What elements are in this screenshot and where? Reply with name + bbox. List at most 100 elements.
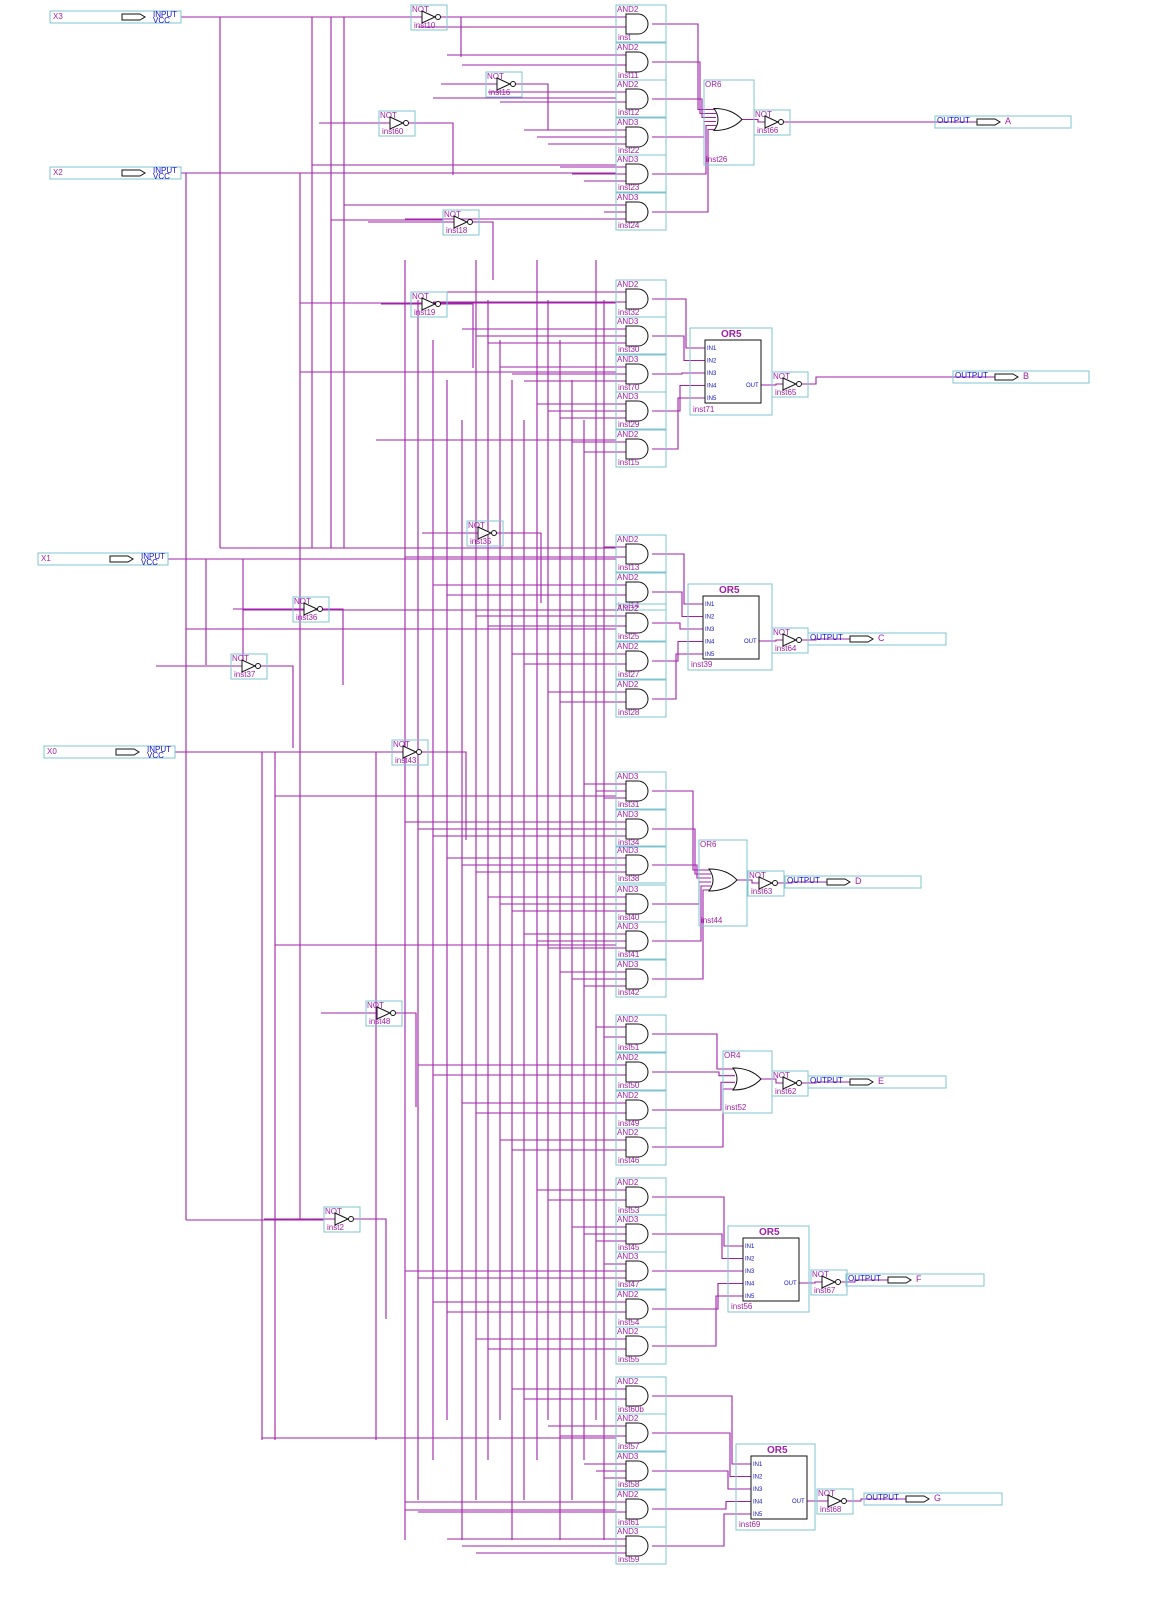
wire[interactable] bbox=[652, 128, 716, 213]
wire[interactable] bbox=[759, 639, 783, 642]
wire[interactable] bbox=[761, 383, 783, 386]
wire[interactable] bbox=[841, 1279, 888, 1283]
wire[interactable] bbox=[652, 553, 703, 605]
wire[interactable] bbox=[652, 640, 703, 662]
wire[interactable] bbox=[799, 1281, 822, 1284]
wire[interactable] bbox=[323, 608, 344, 685]
wire[interactable] bbox=[737, 879, 759, 884]
wire[interactable] bbox=[652, 1196, 743, 1247]
wire[interactable] bbox=[441, 16, 462, 57]
wire[interactable] bbox=[802, 376, 995, 385]
wire[interactable] bbox=[652, 335, 705, 362]
wire[interactable] bbox=[847, 1498, 906, 1502]
wire[interactable] bbox=[802, 1081, 850, 1084]
wire[interactable] bbox=[652, 1295, 743, 1347]
wire[interactable] bbox=[396, 1012, 417, 1107]
wire[interactable] bbox=[652, 1081, 735, 1111]
wire[interactable] bbox=[652, 790, 711, 871]
wire[interactable] bbox=[422, 751, 467, 840]
wire[interactable] bbox=[742, 118, 765, 123]
wire[interactable] bbox=[652, 622, 703, 630]
wire[interactable] bbox=[409, 122, 454, 175]
wire[interactable] bbox=[652, 1470, 751, 1490]
wire[interactable] bbox=[652, 885, 711, 942]
wire[interactable] bbox=[652, 653, 703, 700]
wire[interactable] bbox=[652, 1033, 735, 1070]
wire[interactable] bbox=[652, 98, 716, 119]
wire[interactable] bbox=[652, 61, 716, 115]
wire[interactable] bbox=[652, 397, 705, 450]
wire[interactable] bbox=[652, 1071, 735, 1077]
wire[interactable] bbox=[652, 1432, 751, 1478]
wire[interactable] bbox=[652, 298, 705, 349]
wire[interactable] bbox=[652, 1233, 743, 1260]
wire[interactable] bbox=[652, 124, 716, 175]
wire[interactable] bbox=[652, 864, 711, 879]
wire[interactable] bbox=[802, 638, 850, 641]
wire[interactable] bbox=[354, 1218, 387, 1319]
wire[interactable] bbox=[473, 221, 494, 280]
wire[interactable] bbox=[516, 83, 549, 130]
wire[interactable] bbox=[261, 665, 294, 748]
wire[interactable] bbox=[652, 372, 705, 375]
wire[interactable] bbox=[652, 1088, 735, 1148]
wire[interactable] bbox=[441, 303, 474, 368]
